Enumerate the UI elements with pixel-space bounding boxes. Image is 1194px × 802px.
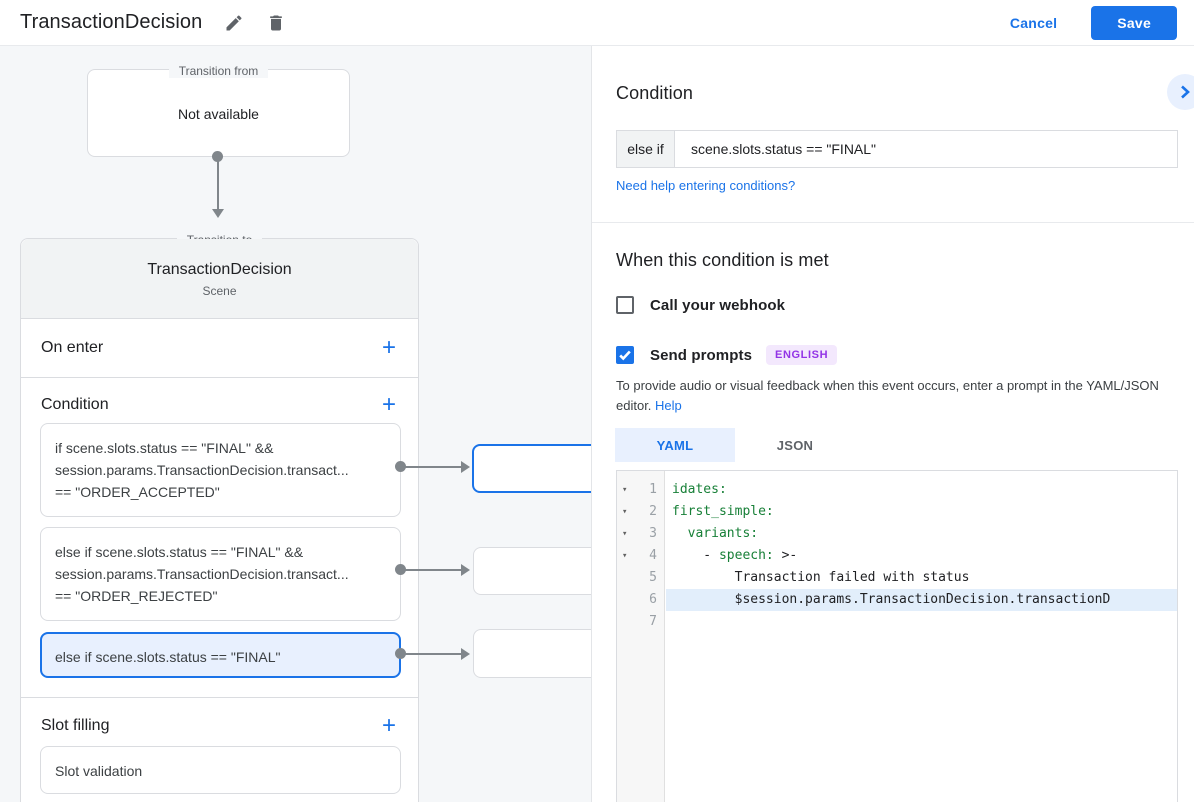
- fold-arrow-icon[interactable]: ▾: [622, 529, 628, 539]
- slot-validation-card[interactable]: Slot validation: [40, 746, 401, 794]
- add-condition-button[interactable]: +: [381, 391, 396, 418]
- webhook-label: Call your webhook: [650, 296, 786, 314]
- condition-text: == "ORDER_ACCEPTED": [55, 484, 220, 500]
- condition-text: else if scene.slots.status == "FINAL": [55, 649, 281, 665]
- arrow-right-icon: [461, 461, 470, 473]
- arrow-right-icon: [461, 648, 470, 660]
- save-button[interactable]: Save: [1091, 5, 1177, 40]
- line-number: 6: [649, 592, 657, 607]
- line-number: 5: [649, 570, 657, 585]
- line-number: 4: [649, 548, 657, 563]
- connector-port[interactable]: [395, 461, 406, 472]
- line-number: 7: [649, 614, 657, 629]
- transition-from-content: Not available: [178, 106, 259, 122]
- fold-arrow-icon[interactable]: ▾: [622, 551, 628, 561]
- code-line: 5 Transaction failed with status: [617, 567, 1177, 589]
- line-number: 3: [649, 526, 657, 541]
- connector-line: [404, 466, 462, 468]
- condition-card-3-selected[interactable]: else if scene.slots.status == "FINAL": [40, 632, 401, 678]
- prompt-helper-text: To provide audio or visual feedback when…: [616, 376, 1182, 416]
- connector-port[interactable]: [395, 648, 406, 659]
- divider: [21, 377, 418, 378]
- check-icon: [619, 350, 631, 361]
- on-enter-row: On enter +: [21, 319, 418, 377]
- connector-dot: [212, 151, 223, 162]
- transition-from-box: Transition from Not available: [87, 64, 350, 157]
- code-line: ▾ 1 idates:: [617, 479, 1177, 501]
- editor-gutter: [617, 471, 665, 802]
- flow-canvas: Transition from Not available Transition…: [0, 46, 591, 802]
- add-slot-button[interactable]: +: [381, 712, 396, 739]
- scene-title: TransactionDecision: [147, 261, 292, 278]
- condition-input-row: else if: [616, 130, 1178, 168]
- on-enter-label: On enter: [41, 339, 104, 356]
- add-on-enter-button[interactable]: +: [381, 334, 396, 361]
- fold-arrow-icon[interactable]: ▾: [622, 507, 628, 517]
- condition-heading: Condition: [616, 83, 693, 103]
- connector-line: [404, 569, 462, 571]
- trash-icon: [270, 15, 283, 30]
- condition-text: if scene.slots.status == "FINAL" &&: [55, 440, 274, 456]
- line-number: 1: [649, 482, 657, 497]
- scene-header: TransactionDecision Scene: [21, 239, 418, 319]
- code-line: 7: [617, 611, 1177, 633]
- condition-card-2[interactable]: else if scene.slots.status == "FINAL" &&…: [40, 527, 401, 621]
- edit-title-button[interactable]: [224, 13, 244, 33]
- line-number: 2: [649, 504, 657, 519]
- connector-line: [217, 158, 219, 210]
- target-box-active[interactable]: [472, 444, 591, 493]
- target-box[interactable]: [473, 547, 591, 595]
- divider: [21, 697, 418, 698]
- code-line: ▾ 2 first_simple:: [617, 501, 1177, 523]
- slot-filling-label: Slot filling: [41, 717, 110, 734]
- connector-line: [404, 653, 462, 655]
- editor-tabs: YAML JSON: [615, 428, 855, 462]
- code-line: ▾ 3 variants:: [617, 523, 1177, 545]
- page-title: TransactionDecision: [20, 11, 203, 33]
- condition-text: else if scene.slots.status == "FINAL" &&: [55, 544, 304, 560]
- condition-editor-panel: Condition else if Need help entering con…: [591, 46, 1194, 802]
- arrow-down-icon: [212, 209, 224, 218]
- condition-prefix-label: else if: [617, 131, 675, 167]
- condition-text: session.params.TransactionDecision.trans…: [55, 462, 349, 478]
- connector-port[interactable]: [395, 564, 406, 575]
- tab-json[interactable]: JSON: [776, 437, 814, 453]
- delete-scene-button[interactable]: [266, 13, 286, 33]
- send-prompts-label: Send prompts: [650, 346, 753, 364]
- webhook-row: Call your webhook: [616, 296, 785, 314]
- send-prompts-checkbox[interactable]: [616, 346, 634, 364]
- cancel-button[interactable]: Cancel: [1009, 14, 1058, 31]
- code-line: ▾ 4 - speech: >-: [617, 545, 1177, 567]
- target-box[interactable]: [473, 629, 591, 678]
- send-prompts-row: Send prompts ENGLISH: [616, 345, 838, 365]
- top-bar: TransactionDecision Cancel Save: [0, 0, 1194, 46]
- slot-validation-label: Slot validation: [55, 763, 143, 779]
- condition-section-label: Condition: [41, 396, 109, 413]
- divider: [592, 222, 1194, 223]
- transition-from-legend: Transition from: [88, 62, 349, 80]
- condition-expression-input[interactable]: [675, 131, 1177, 167]
- help-link[interactable]: Help: [655, 398, 682, 413]
- language-badge: ENGLISH: [766, 345, 838, 365]
- chevron-right-icon: [1181, 85, 1190, 99]
- condition-card-1[interactable]: if scene.slots.status == "FINAL" && sess…: [40, 423, 401, 517]
- arrow-right-icon: [461, 564, 470, 576]
- helper-line-1: To provide audio or visual feedback when…: [616, 378, 1159, 393]
- pencil-icon: [226, 14, 242, 30]
- condition-text: session.params.TransactionDecision.trans…: [55, 566, 349, 582]
- conditions-help-link[interactable]: Need help entering conditions?: [616, 178, 796, 193]
- condition-text: == "ORDER_REJECTED": [55, 588, 218, 604]
- slot-filling-row: Slot filling +: [21, 707, 418, 745]
- helper-line-2: editor. Help: [616, 398, 682, 413]
- transition-to-card: Transition to TransactionDecision Scene …: [20, 233, 419, 802]
- code-line-highlighted: 6 $session.params.TransactionDecision.tr…: [617, 589, 1177, 611]
- fold-arrow-icon[interactable]: ▾: [622, 485, 628, 495]
- when-condition-heading: When this condition is met: [616, 250, 829, 270]
- webhook-checkbox[interactable]: [616, 296, 634, 314]
- tab-yaml[interactable]: YAML: [615, 428, 735, 462]
- condition-section-row: Condition +: [21, 387, 418, 423]
- scene-subtitle: Scene: [202, 284, 237, 298]
- yaml-code-editor[interactable]: ▾ 1 idates: ▾ 2 first_simple: ▾ 3 varian…: [616, 470, 1178, 802]
- collapse-panel-button[interactable]: [1167, 74, 1194, 110]
